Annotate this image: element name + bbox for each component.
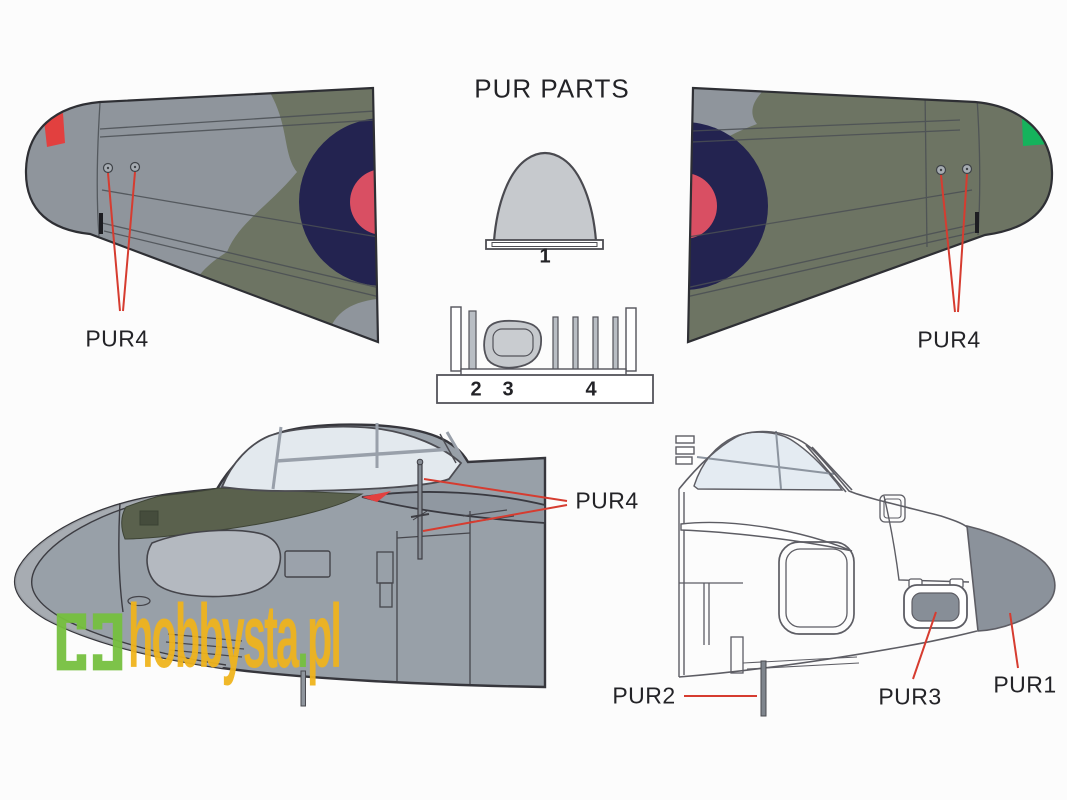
watermark-text: hobbysta.pl bbox=[128, 592, 342, 682]
access-panel bbox=[284, 550, 331, 578]
callout-pur3: PUR3 bbox=[878, 683, 942, 710]
callout-pur4-left-wing: PUR4 bbox=[85, 325, 149, 352]
nose-outline-illustration bbox=[675, 430, 1056, 717]
port-wingtip-light bbox=[44, 113, 65, 147]
roundel-center bbox=[350, 169, 379, 235]
part-number-4: 4 bbox=[585, 378, 597, 401]
nose-window bbox=[139, 510, 159, 526]
leader-lines-fuselage bbox=[422, 478, 568, 532]
casting-post bbox=[450, 306, 462, 372]
watermark-dot: . bbox=[297, 587, 309, 687]
upper-outline bbox=[678, 430, 968, 528]
panel-part-3-inner bbox=[492, 328, 534, 357]
crew-door bbox=[146, 529, 282, 598]
nose-rim-line bbox=[31, 498, 227, 666]
side-window bbox=[879, 494, 906, 523]
rod-part-2 bbox=[468, 310, 477, 372]
panel-lines bbox=[96, 102, 379, 298]
camera-port-pur3 bbox=[903, 578, 968, 629]
leader-lines-nose bbox=[684, 611, 1019, 697]
pur4-parts-on-wing bbox=[935, 163, 973, 176]
handhold-oval bbox=[127, 595, 151, 607]
dome-base-plate-inner bbox=[491, 242, 598, 247]
bomb-aimer-window bbox=[778, 541, 855, 635]
ventral-antenna-pur2 bbox=[760, 660, 767, 717]
right-wing-outline bbox=[686, 86, 1054, 344]
callout-pur4-right-wing: PUR4 bbox=[917, 326, 981, 353]
pur4-parts-on-wing bbox=[102, 161, 141, 174]
roundel-center bbox=[688, 173, 717, 239]
roundel-outer bbox=[299, 118, 379, 286]
part-number-1: 1 bbox=[539, 245, 551, 268]
watermark-tld: pl bbox=[306, 587, 342, 687]
wing-joint-tick bbox=[99, 213, 103, 234]
canopy-frames bbox=[271, 423, 466, 490]
right-wing-illustration bbox=[686, 86, 1054, 344]
nose-rim-band bbox=[15, 496, 227, 668]
brackets-icon bbox=[56, 613, 123, 671]
pur-parts-2-3-4-illustration bbox=[436, 306, 654, 404]
nose-cap-pur1 bbox=[966, 524, 1056, 632]
leader-lines-left-wing bbox=[107, 171, 136, 312]
ventral-antenna-installed bbox=[300, 670, 306, 707]
bracket-left bbox=[56, 613, 87, 671]
leader-lines-right-wing bbox=[940, 173, 968, 313]
rod-part-4 bbox=[612, 316, 619, 371]
nose-joint-line bbox=[118, 502, 124, 613]
left-wing-illustration bbox=[24, 86, 380, 344]
wing-root-red-marking bbox=[362, 491, 391, 502]
bomb-aimer-window-inner bbox=[785, 548, 848, 628]
bracket-right bbox=[92, 613, 123, 671]
canopy-frames bbox=[696, 430, 853, 493]
part-number-3: 3 bbox=[502, 378, 514, 401]
dome-part bbox=[492, 151, 598, 243]
lower-outline bbox=[678, 630, 978, 678]
fuselage-panel-lines bbox=[165, 509, 515, 684]
panel-lines bbox=[688, 89, 981, 298]
antenna-mast-part bbox=[410, 458, 430, 560]
wing-joint-tick bbox=[975, 212, 979, 233]
canopy-glazing bbox=[220, 425, 463, 492]
rod-part-4 bbox=[552, 316, 559, 371]
hobbysta-watermark: hobbysta.pl bbox=[52, 588, 412, 700]
casting-base-bar bbox=[436, 374, 654, 404]
lower-steps bbox=[679, 582, 860, 674]
callout-pur1: PUR1 bbox=[993, 671, 1057, 698]
side-window-inner bbox=[883, 498, 902, 519]
pur-part-1-illustration bbox=[485, 151, 604, 250]
rod-part-4 bbox=[572, 316, 579, 371]
rod-part-4 bbox=[592, 316, 599, 371]
wing-root-lens bbox=[680, 521, 853, 552]
casting-post bbox=[625, 307, 637, 372]
sheet-title: PUR PARTS bbox=[474, 73, 630, 104]
roundel-outer bbox=[688, 122, 768, 290]
aft-panel-line bbox=[883, 495, 970, 583]
left-wing-outline bbox=[24, 86, 380, 344]
part-number-2: 2 bbox=[470, 378, 482, 401]
exhaust-stubs bbox=[675, 435, 695, 465]
watermark-site-name: hobbysta bbox=[128, 587, 299, 687]
callout-pur4-fuselage: PUR4 bbox=[575, 487, 639, 514]
fuselage-side-illustration bbox=[13, 423, 568, 707]
callout-pur2: PUR2 bbox=[612, 682, 676, 709]
